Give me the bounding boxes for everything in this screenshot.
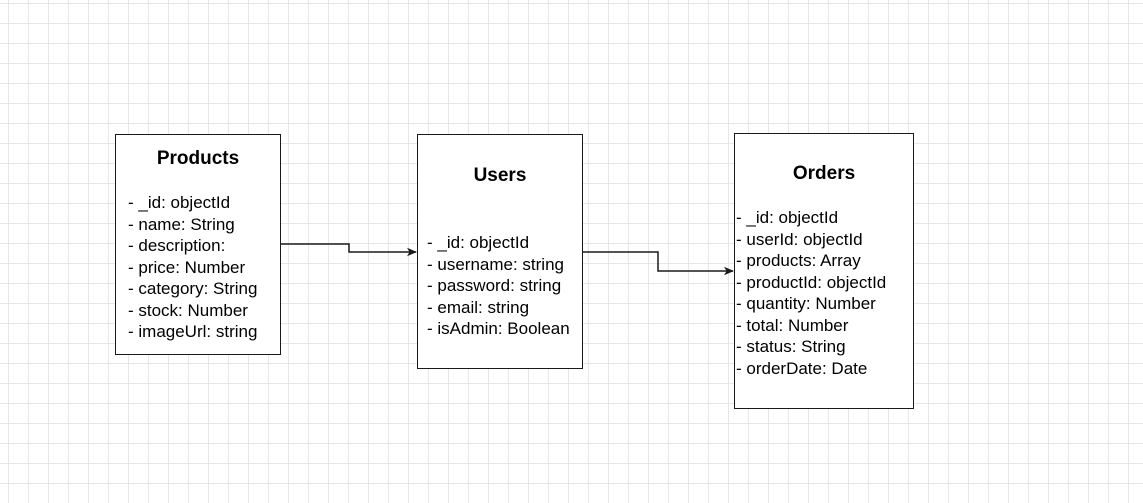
field-item: - total: Number [736, 315, 849, 335]
field-list: - _id: objectId - userId: objectId - pro… [736, 207, 886, 379]
entity-title: Products [156, 148, 240, 169]
field-item: - imageUrl: string [128, 322, 258, 341]
entity-orders[interactable]: Orders - _id: objectId - userId: objectI… [734, 133, 914, 409]
field-item: - username: string [427, 254, 564, 274]
field-item: - quantity: Number [736, 294, 876, 313]
field-list: - _id: objectId - name: String - descrip… [128, 192, 257, 343]
field-item: - _id: objectId [128, 193, 231, 212]
field-list: - _id: objectId - username: string - pas… [427, 232, 570, 340]
entity-users[interactable]: Users - _id: objectId - username: string… [417, 134, 583, 369]
field-item: - password: string [427, 276, 562, 295]
entity-title: Orders [792, 163, 856, 184]
field-item: - _id: objectId [427, 233, 530, 252]
field-item: - email: string [427, 297, 530, 317]
field-item: - isAdmin: Boolean [427, 319, 570, 338]
field-item: - price: Number [128, 257, 246, 277]
field-item: - description: [128, 236, 226, 255]
connector-products-to-users[interactable] [281, 243, 417, 257]
entity-products[interactable]: Products - _id: objectId - name: String … [115, 134, 281, 355]
entity-title: Users [473, 165, 527, 186]
field-item: - orderDate: Date [736, 358, 868, 378]
field-item: - status: String [736, 337, 846, 356]
field-item: - name: String [128, 214, 235, 234]
field-item: - productId: objectId [736, 272, 887, 292]
connector-users-to-orders[interactable] [583, 251, 734, 276]
field-item: - _id: objectId [736, 208, 839, 227]
field-item: - stock: Number [128, 300, 248, 320]
field-item: - userId: objectId [736, 229, 863, 249]
field-item: - products: Array [736, 251, 861, 270]
field-item: - category: String [128, 279, 258, 298]
